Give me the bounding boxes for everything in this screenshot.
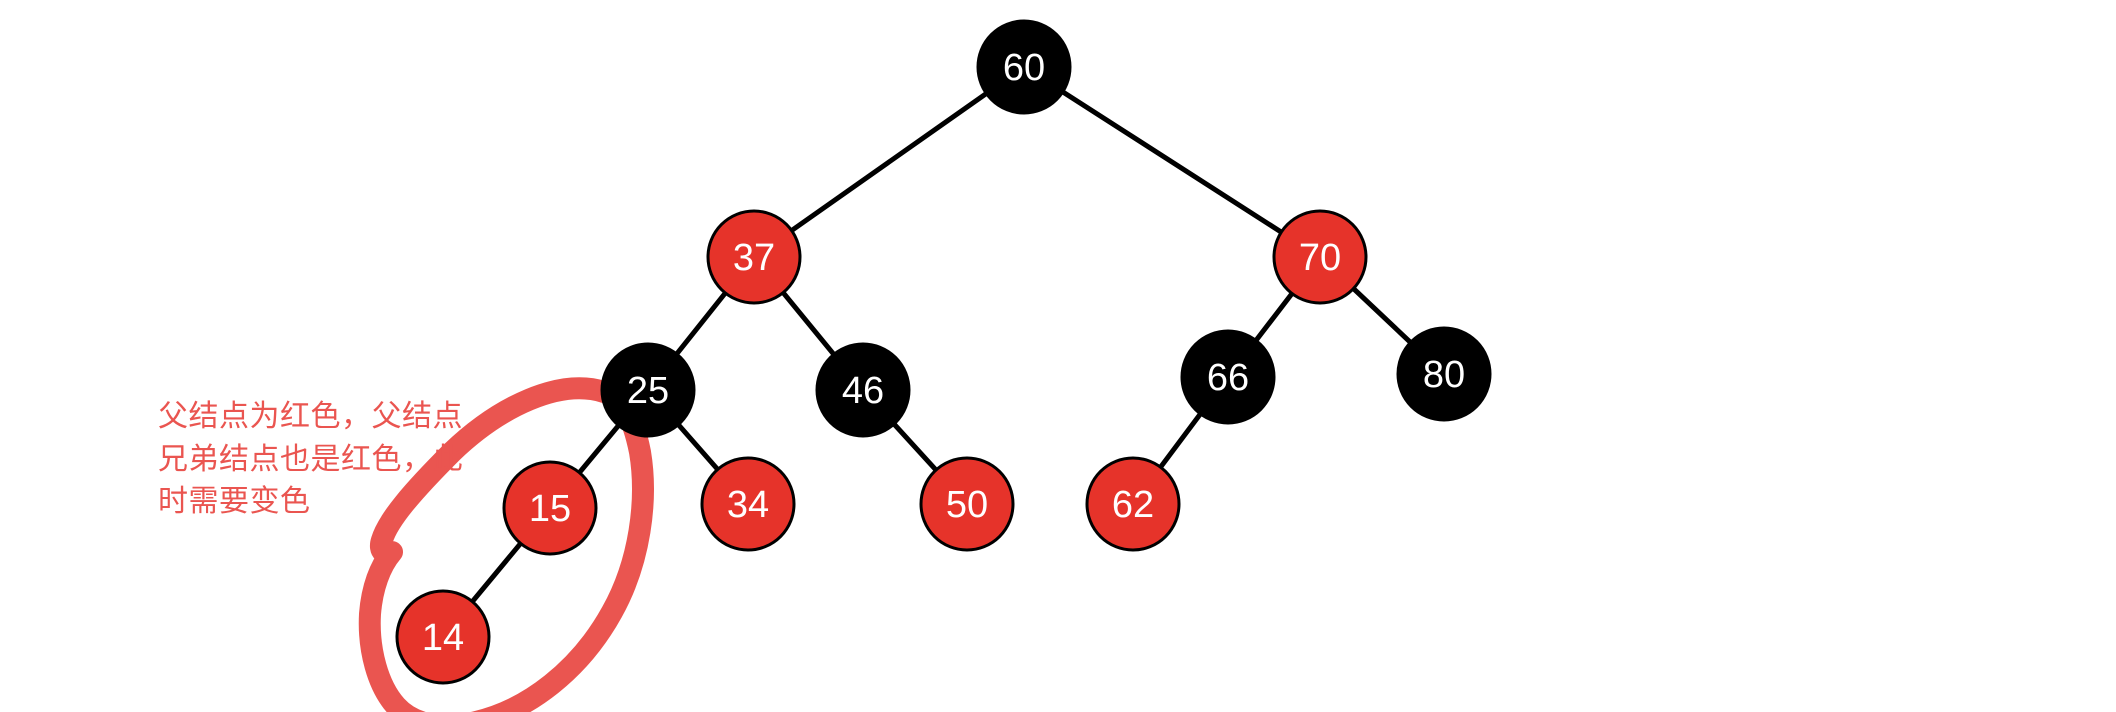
node-circle-37 <box>706 209 802 305</box>
hand-drawn-circle-icon <box>358 377 654 712</box>
node-label-80: 80 <box>1423 354 1465 396</box>
node-circle-15 <box>502 460 598 556</box>
node-circle-80 <box>1396 326 1492 422</box>
node-label-70: 70 <box>1299 237 1341 279</box>
tree-node-80[interactable]: 80 <box>1396 326 1492 422</box>
node-circle-66 <box>1180 329 1276 425</box>
node-label-15: 15 <box>529 488 571 530</box>
node-circle-46 <box>815 342 911 438</box>
node-label-46: 46 <box>842 370 884 412</box>
annotation-note: 父结点为红色，父结点 兄弟结点也是红色，此 时需要变色 <box>158 400 463 519</box>
tree-node-37[interactable]: 37 <box>706 209 802 305</box>
node-label-62: 62 <box>1112 484 1154 526</box>
node-label-14: 14 <box>422 617 464 659</box>
tree-edges <box>440 64 1447 640</box>
node-label-50: 50 <box>946 484 988 526</box>
node-circle-62 <box>1085 456 1181 552</box>
tree-node-34[interactable]: 34 <box>700 456 796 552</box>
tree-node-14[interactable]: 14 <box>395 589 491 685</box>
node-circle-25 <box>600 342 696 438</box>
tree-node-62[interactable]: 62 <box>1085 456 1181 552</box>
tree-edge <box>751 64 1027 260</box>
tree-node-15[interactable]: 15 <box>502 460 598 556</box>
annotation-highlight-loop <box>358 377 654 712</box>
tree-node-66[interactable]: 66 <box>1180 329 1276 425</box>
tree-node-70[interactable]: 70 <box>1272 209 1368 305</box>
node-circle-14 <box>395 589 491 685</box>
node-label-34: 34 <box>727 484 769 526</box>
tree-nodes: 60 37 70 25 46 66 80 15 34 50 62 14 <box>395 19 1492 685</box>
node-circle-70 <box>1272 209 1368 305</box>
node-circle-34 <box>700 456 796 552</box>
node-label-25: 25 <box>627 370 669 412</box>
tree-node-50[interactable]: 50 <box>919 456 1015 552</box>
tree-node-60[interactable]: 60 <box>976 19 1072 115</box>
tree-node-25[interactable]: 25 <box>600 342 696 438</box>
node-label-66: 66 <box>1207 357 1249 399</box>
node-circle-50 <box>919 456 1015 552</box>
tree-node-46[interactable]: 46 <box>815 342 911 438</box>
node-label-37: 37 <box>733 237 775 279</box>
node-label-60: 60 <box>1003 47 1045 89</box>
tree-edge <box>1021 64 1323 260</box>
node-circle-60 <box>976 19 1072 115</box>
